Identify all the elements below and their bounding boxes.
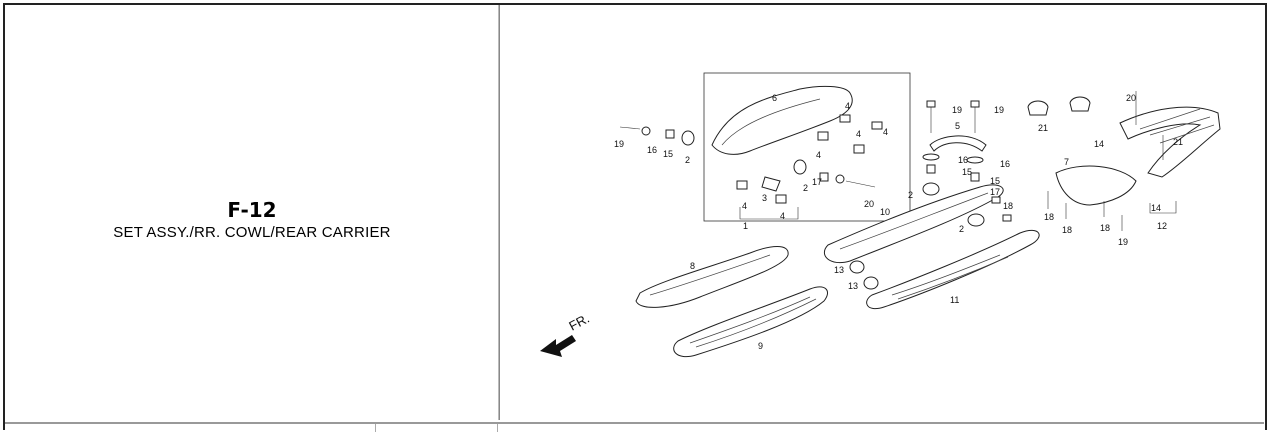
part-callout: 14 — [1094, 139, 1104, 149]
front-direction-arrow: FR. — [540, 311, 592, 357]
part-callout: 12 — [1157, 221, 1167, 231]
part-callout: 15 — [990, 176, 1000, 186]
part-callout: 15 — [663, 149, 673, 159]
part-callout: 13 — [834, 265, 844, 275]
part-callout: 4 — [845, 101, 850, 111]
part-callout: 16 — [647, 145, 657, 155]
section-info-cell: F-12 SET ASSY./RR. COWL/REAR CARRIER — [5, 5, 499, 420]
part-callout: 19 — [994, 105, 1004, 115]
part-callout: 18 — [1044, 212, 1054, 222]
cowl-9 — [673, 286, 828, 357]
part-callout: 16 — [958, 155, 968, 165]
table-next-row — [5, 422, 1264, 432]
part-callout: 9 — [758, 341, 763, 351]
seat-group-box — [703, 72, 911, 222]
part-callout: 15 — [962, 167, 972, 177]
seat-part — [711, 85, 853, 155]
callout-labels: 1222234444445678910111213131414151515161… — [614, 93, 1183, 351]
part-callout: 4 — [856, 129, 861, 139]
part-callout: 13 — [848, 281, 858, 291]
part-callout: 19 — [1118, 237, 1128, 247]
part-callout: 19 — [952, 105, 962, 115]
part-callout: 2 — [803, 183, 808, 193]
section-code: F-12 — [227, 198, 277, 222]
section-name: SET ASSY./RR. COWL/REAR CARRIER — [113, 224, 391, 241]
row-divider — [375, 424, 376, 432]
part-callout: 2 — [908, 190, 913, 200]
row-divider — [497, 424, 498, 432]
part-callout: 4 — [883, 127, 888, 137]
part-callout: 14 — [1151, 203, 1161, 213]
part-callout: 16 — [1000, 159, 1010, 169]
part-callout: 6 — [772, 93, 777, 103]
part-callout: 1 — [743, 221, 748, 231]
part-callout: 4 — [780, 211, 785, 221]
part-callout: 11 — [950, 295, 959, 305]
svg-text:FR.: FR. — [566, 311, 592, 334]
part-callout: 21 — [1038, 123, 1048, 133]
part-callout: 10 — [880, 207, 890, 217]
part-callout: 18 — [1100, 223, 1110, 233]
rear-cowl-7 — [1055, 165, 1137, 206]
parts-diagram: FR. 122223444444567891011121313141415151… — [540, 72, 1221, 357]
part-callout: 8 — [690, 261, 695, 271]
part-callout: 3 — [762, 193, 767, 203]
part-callout: 7 — [1064, 157, 1069, 167]
part-callout: 18 — [1003, 201, 1013, 211]
part-callout: 17 — [812, 177, 822, 187]
rear-carrier-12 — [1119, 106, 1221, 178]
part-callout: 20 — [864, 199, 874, 209]
cowl-8 — [635, 246, 789, 308]
part-callout: 21 — [1173, 137, 1183, 147]
part-callout: 4 — [742, 201, 747, 211]
part-callout: 2 — [959, 224, 964, 234]
part-callout: 17 — [990, 187, 1000, 197]
part-callout: 4 — [816, 150, 821, 160]
part-callout: 2 — [685, 155, 690, 165]
part-callout: 20 — [1126, 93, 1136, 103]
part-callout: 5 — [955, 121, 960, 131]
part-callout: 19 — [614, 139, 624, 149]
table-frame — [3, 3, 1267, 430]
part-callout: 18 — [1062, 225, 1072, 235]
